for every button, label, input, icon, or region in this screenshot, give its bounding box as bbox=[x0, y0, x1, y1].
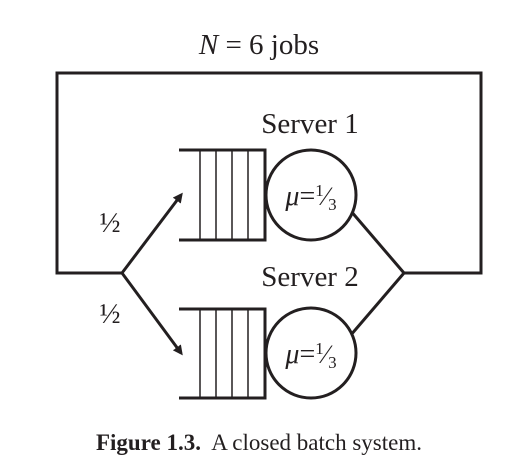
branch-arrow-upper bbox=[120, 192, 183, 274]
branch-arrow-lower bbox=[120, 272, 183, 356]
server-1-circle bbox=[264, 148, 358, 242]
figure-caption-text: A closed batch system. bbox=[201, 430, 422, 455]
server-1-rate-num: 1 bbox=[315, 181, 324, 200]
feedback-loop-path bbox=[55, 71, 483, 275]
server-2-label: Server 2 bbox=[261, 261, 358, 293]
figure-caption: Figure 1.3. A closed batch system. bbox=[96, 430, 422, 455]
merge-line-upper bbox=[348, 209, 406, 274]
server-1-queue bbox=[179, 148, 267, 242]
n-symbol: N bbox=[198, 29, 220, 61]
branch-probability-upper: ½ bbox=[100, 208, 121, 239]
figure-label: Figure 1.3. bbox=[96, 430, 201, 455]
branch-probability-lower: ½ bbox=[100, 299, 121, 330]
merge-line-lower bbox=[348, 272, 406, 337]
jobs-count-text: = 6 jobs bbox=[218, 29, 319, 61]
server-2-rate-symbol: μ bbox=[284, 339, 299, 370]
server-1-label: Server 1 bbox=[261, 108, 358, 140]
server-2-rate-den: 3 bbox=[328, 353, 337, 372]
jobs-count-title: N = 6 jobs bbox=[198, 29, 319, 61]
server-2-rate-num: 1 bbox=[315, 339, 324, 358]
server-2-rate-eq: = bbox=[299, 339, 315, 370]
server-1-rate-symbol: μ bbox=[284, 181, 299, 212]
server-2-queue bbox=[179, 307, 267, 400]
server-2-circle bbox=[264, 306, 358, 400]
server-1-rate-den: 3 bbox=[328, 195, 337, 214]
server-1-rate-eq: = bbox=[299, 181, 315, 212]
